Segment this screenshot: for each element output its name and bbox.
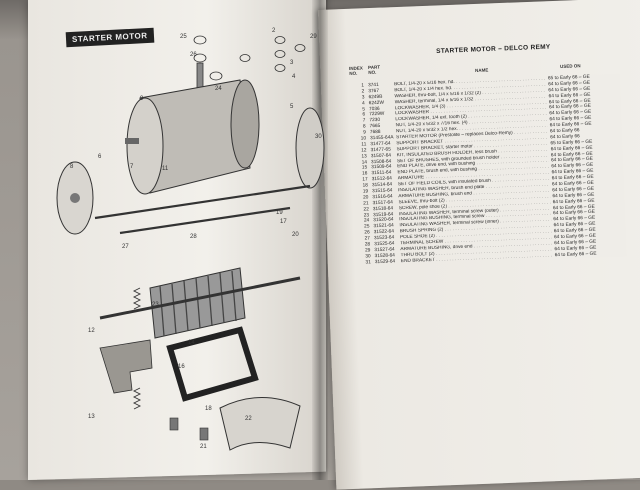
callout-number: 26 — [190, 52, 197, 58]
row-part-number: 31529-64 — [374, 259, 396, 265]
callout-number: 8 — [70, 164, 74, 170]
callout-number: 9 — [140, 96, 144, 102]
callout-number: 5 — [290, 104, 294, 110]
header-used-on: USED ON — [560, 63, 581, 69]
header-name: NAME — [475, 67, 489, 73]
terminal-washers — [193, 35, 306, 94]
callout-number: 18 — [205, 406, 212, 412]
motor-frame — [125, 79, 260, 195]
callout-number: 30 — [315, 134, 322, 140]
callout-number: 13 — [88, 414, 95, 420]
callout-number: 24 — [215, 86, 222, 92]
row-index: 31 — [365, 260, 371, 266]
callout-number: 19 — [276, 210, 283, 216]
brush-end-plate — [295, 107, 325, 189]
callout-number: 25 — [180, 34, 187, 40]
armature — [99, 267, 301, 339]
callout-number: 7 — [130, 164, 134, 170]
thru-bolts — [94, 184, 311, 235]
callout-number: 29 — [310, 34, 317, 40]
pole-shoe — [219, 397, 301, 451]
callout-number: 20 — [292, 232, 299, 238]
drive-end-plate — [56, 161, 94, 235]
exploded-view-illustration: 25 26 24 29 2 3 4 5 6 7 8 9 11 12 13 14 … — [56, 28, 325, 451]
callout-number: 2 — [272, 28, 276, 34]
callout-number: 23 — [152, 302, 159, 308]
callout-number: 17 — [280, 219, 287, 225]
field-coils — [166, 326, 259, 402]
brushes — [169, 417, 209, 441]
callout-number: 16 — [178, 364, 185, 370]
callout-number: 6 — [98, 154, 102, 160]
brush-springs — [132, 287, 142, 410]
callout-number: 14 — [188, 340, 195, 346]
callout-number: 4 — [292, 74, 296, 80]
callout-number: 21 — [200, 444, 207, 450]
callout-number: 11 — [162, 166, 169, 172]
callout-number: 12 — [88, 328, 95, 334]
callout-number: 3 — [290, 60, 294, 66]
callout-numbers: 25 26 24 29 2 3 4 5 6 7 8 9 11 12 13 14 … — [70, 28, 322, 450]
callout-number: 28 — [190, 234, 197, 240]
callout-number: 22 — [245, 416, 252, 422]
callout-number: 27 — [122, 244, 129, 250]
brush-holder — [99, 339, 153, 394]
